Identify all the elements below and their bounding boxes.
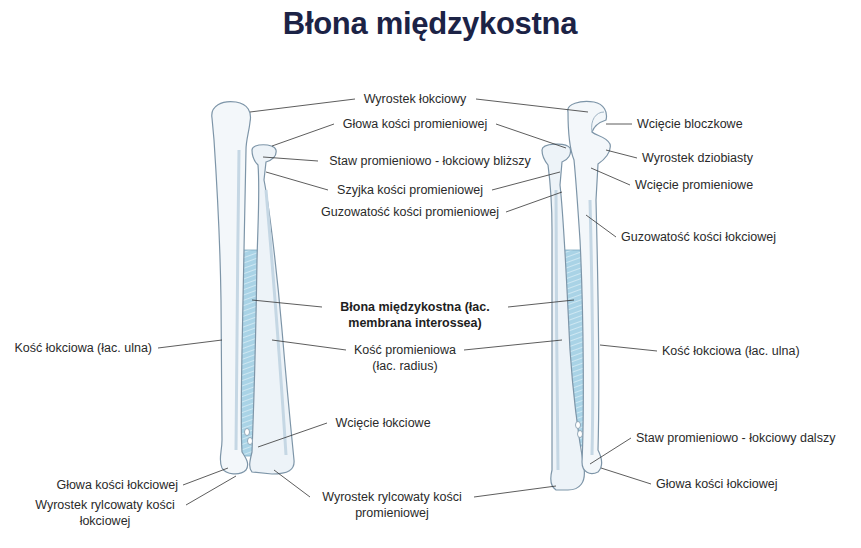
part-label: Głowa kości łokciowej bbox=[656, 476, 778, 492]
leader-line bbox=[266, 172, 328, 190]
part-label: Szyjka kości promieniowej bbox=[337, 182, 483, 198]
leader-line bbox=[183, 468, 228, 485]
part-label: Wcięcie bloczkowe bbox=[637, 116, 743, 132]
ulna-bone bbox=[568, 101, 611, 473]
radius-bone bbox=[250, 145, 294, 474]
diagram-title: Błona międzykostna bbox=[283, 6, 577, 42]
leader-line bbox=[601, 468, 651, 484]
ulna-bone bbox=[212, 102, 251, 474]
part-label: Wcięcie łokciowe bbox=[335, 415, 430, 431]
membrane-opening bbox=[578, 431, 583, 438]
bone-shading bbox=[266, 190, 286, 455]
leader-line bbox=[263, 157, 318, 161]
bone-shading bbox=[236, 150, 239, 450]
leader-line bbox=[606, 124, 632, 125]
part-label: Staw promieniowo - łokciowy bliższy bbox=[329, 153, 530, 169]
leader-line bbox=[506, 192, 562, 212]
part-label: Kość łokciowa (łac. ulna) bbox=[14, 340, 152, 356]
trochlear-notch-contour bbox=[592, 112, 604, 132]
part-label: Guzowatość kości łokciowej bbox=[621, 229, 776, 245]
leader-line bbox=[476, 99, 588, 112]
leader-line bbox=[474, 486, 556, 497]
membrane-opening bbox=[576, 422, 581, 429]
leader-line bbox=[591, 168, 630, 185]
leader-line bbox=[274, 470, 310, 497]
leader-line bbox=[600, 345, 657, 351]
part-label: Wyrostek dziobiasty bbox=[642, 150, 753, 166]
leader-line bbox=[272, 124, 334, 146]
leader-line bbox=[272, 340, 346, 350]
membrane-opening bbox=[248, 438, 253, 445]
bone-shading bbox=[590, 200, 593, 455]
leader-line bbox=[252, 300, 322, 307]
bone-shading bbox=[556, 190, 558, 470]
part-label: Wyrostek rylcowaty kości łokciowej bbox=[25, 497, 185, 529]
part-label: Głowa kości promieniowej bbox=[343, 116, 488, 132]
leader-line bbox=[590, 438, 631, 464]
part-label: Błona międzykostna (łac. membrana intero… bbox=[320, 299, 510, 331]
leader-line bbox=[586, 215, 616, 237]
part-label: Wcięcie promieniowe bbox=[635, 177, 753, 193]
part-label: Kość łokciowa (łac. ulna) bbox=[662, 343, 800, 359]
part-label: Guzowatość kości promieniowej bbox=[321, 204, 499, 220]
part-label: Staw promieniowo - łokciowy dalszy bbox=[636, 430, 835, 446]
leader-line bbox=[186, 476, 236, 505]
leader-line bbox=[464, 340, 562, 350]
leader-line bbox=[158, 340, 222, 348]
part-label: Wyrostek rylcowaty kości promieniowej bbox=[312, 489, 472, 521]
leader-line bbox=[250, 99, 355, 112]
part-label: Kość promieniowa (łac. radius) bbox=[348, 342, 463, 374]
part-label: Głowa kości łokciowej bbox=[56, 477, 178, 493]
membrane-opening bbox=[245, 429, 250, 436]
leader-line bbox=[508, 300, 574, 307]
part-label: Wyrostek łokciowy bbox=[364, 91, 467, 107]
leader-line bbox=[496, 124, 566, 148]
leader-line bbox=[606, 150, 637, 158]
leader-lines bbox=[158, 99, 657, 505]
leader-line bbox=[492, 172, 560, 190]
leader-line bbox=[258, 423, 327, 447]
